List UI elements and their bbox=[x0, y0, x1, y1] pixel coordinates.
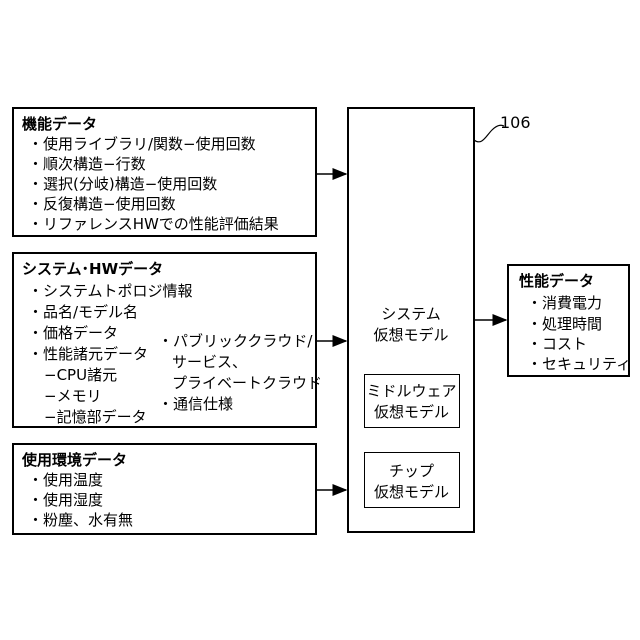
middleware-model-line2: 仮想モデル bbox=[365, 403, 458, 421]
reference-number: 106 bbox=[500, 114, 531, 132]
list-item: ・選択(分岐)構造−使用回数 bbox=[28, 175, 217, 193]
list-item: ・パブリッククラウド/ bbox=[158, 332, 312, 350]
list-item: ・反復構造−使用回数 bbox=[28, 195, 176, 213]
middleware-model-line1: ミドルウェア bbox=[365, 382, 458, 400]
performance-data-box: 性能データ ・消費電力 ・処理時間 ・コスト ・セキュリティ bbox=[507, 264, 630, 377]
system-hw-data-box: システム･HWデータ ・システムトポロジ情報 ・品名/モデル名 ・価格データ ・… bbox=[12, 252, 317, 428]
system-hw-data-title: システム･HWデータ bbox=[22, 260, 163, 278]
list-item: ・使用湿度 bbox=[28, 491, 103, 509]
chip-model-line2: 仮想モデル bbox=[365, 483, 458, 501]
list-item: ・価格データ bbox=[28, 324, 118, 342]
list-item: サービス、 bbox=[172, 353, 247, 371]
list-item: ・順次構造−行数 bbox=[28, 155, 146, 173]
list-item: −CPU諸元 bbox=[44, 366, 117, 384]
list-item: ・粉塵、水有無 bbox=[28, 511, 133, 529]
list-item: プライベートクラウド bbox=[172, 374, 322, 392]
list-item: −記憶部データ bbox=[44, 408, 147, 426]
environment-data-title: 使用環境データ bbox=[22, 451, 127, 469]
function-data-box: 機能データ ・使用ライブラリ/関数−使用回数 ・順次構造−行数 ・選択(分岐)構… bbox=[12, 107, 317, 237]
list-item: ・システムトポロジ情報 bbox=[28, 282, 193, 300]
chip-virtual-model-box: チップ 仮想モデル bbox=[364, 452, 460, 508]
list-item: ・通信仕様 bbox=[158, 395, 233, 413]
system-model-label-line1: システム bbox=[349, 305, 473, 323]
list-item: ・消費電力 bbox=[527, 294, 602, 312]
system-model-label-line2: 仮想モデル bbox=[349, 326, 473, 344]
list-item: ・使用ライブラリ/関数−使用回数 bbox=[28, 135, 256, 153]
middleware-virtual-model-box: ミドルウェア 仮想モデル bbox=[364, 374, 460, 428]
list-item: ・処理時間 bbox=[527, 315, 602, 333]
list-item: ・使用温度 bbox=[28, 471, 103, 489]
list-item: ・コスト bbox=[527, 335, 587, 353]
function-data-title: 機能データ bbox=[22, 115, 97, 133]
chip-model-line1: チップ bbox=[365, 462, 458, 480]
performance-data-title: 性能データ bbox=[519, 272, 594, 290]
environment-data-box: 使用環境データ ・使用温度 ・使用湿度 ・粉塵、水有無 bbox=[12, 443, 317, 535]
list-item: ・品名/モデル名 bbox=[28, 303, 138, 321]
list-item: −メモリ bbox=[44, 387, 102, 405]
list-item: ・セキュリティ bbox=[527, 355, 631, 373]
list-item: ・性能諸元データ bbox=[28, 345, 148, 363]
list-item: ・リファレンスHWでの性能評価結果 bbox=[28, 215, 279, 233]
